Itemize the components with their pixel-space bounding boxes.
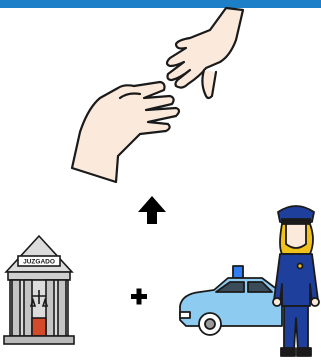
courthouse-sign: JUZGADO <box>23 259 55 266</box>
arrow-up-icon <box>138 196 166 224</box>
plus-icon <box>131 289 147 305</box>
police-car-icon <box>180 266 282 335</box>
helping-hands-icon <box>72 8 243 182</box>
police-officer-icon <box>273 206 319 356</box>
courthouse-icon <box>4 236 74 344</box>
